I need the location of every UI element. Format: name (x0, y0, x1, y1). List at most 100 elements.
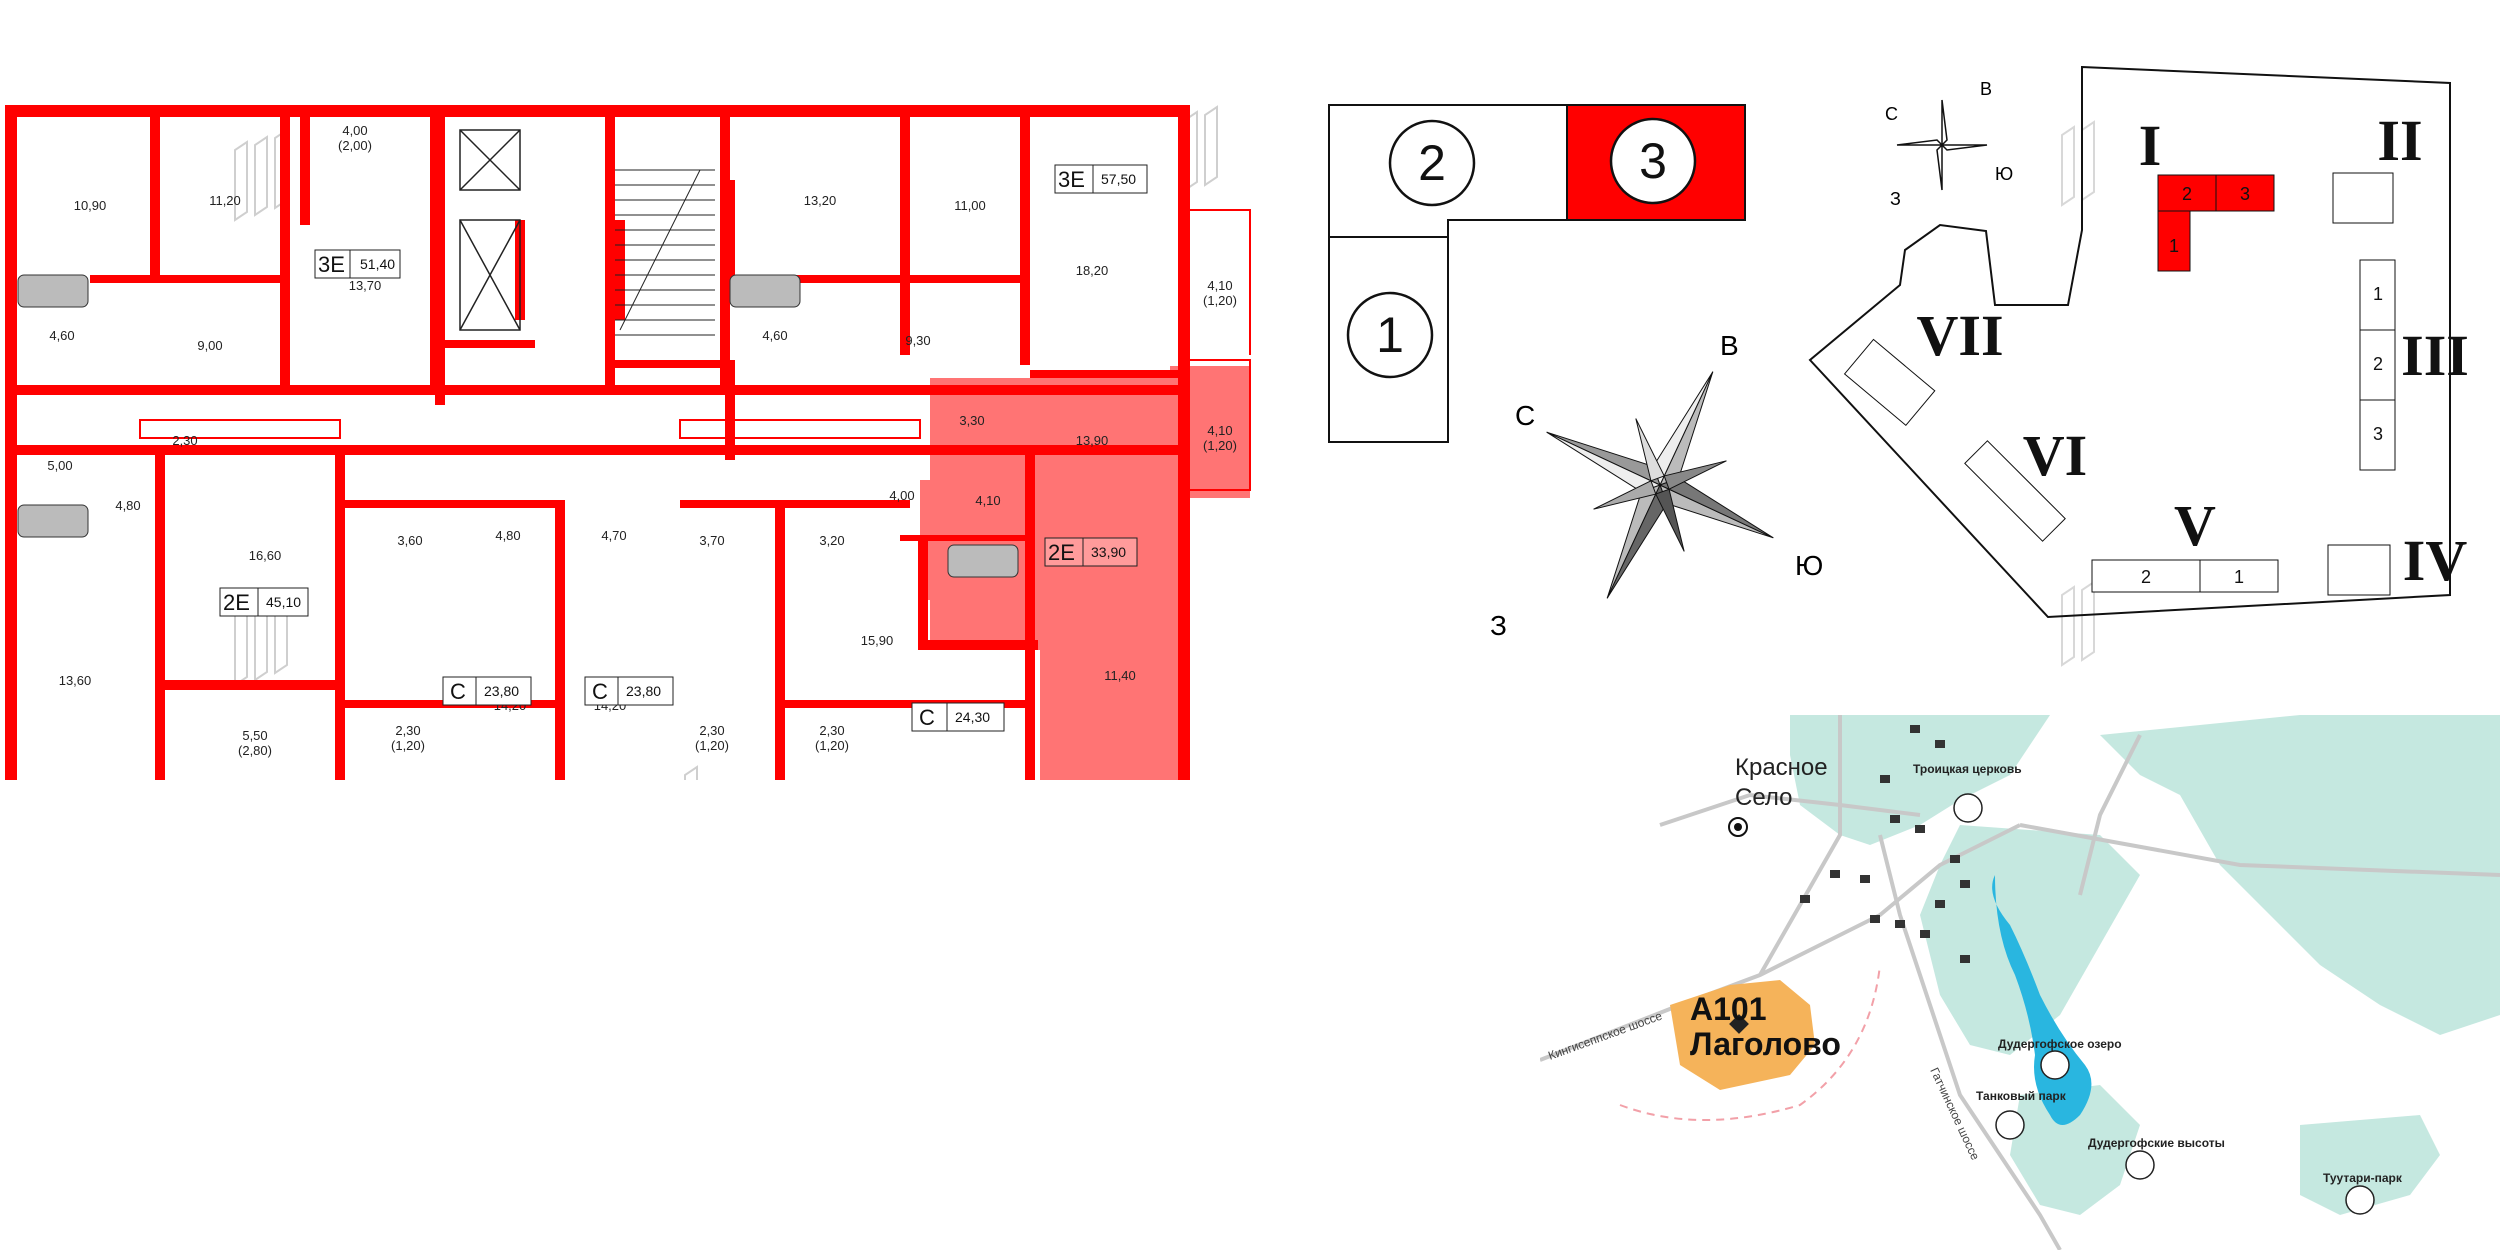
room-area-sub: (2,00) (338, 138, 372, 153)
compass-east-label: В (1720, 330, 1739, 361)
building-VI[interactable] (1964, 440, 2066, 542)
town-name-line2: Село (1735, 784, 1793, 811)
room-area: 11,40 (1104, 668, 1136, 683)
room-area: 13,70 (349, 278, 382, 293)
building-VI-label: VI (2023, 423, 2087, 488)
building-II[interactable] (2332, 172, 2394, 224)
room-area: 2,30 (819, 723, 844, 738)
apartment-tag-a7-selected[interactable]: 2Е 33,90 (1044, 537, 1138, 567)
apartment-tag-a6[interactable]: С 24,30 (911, 702, 1005, 732)
svg-text:3: 3 (2373, 424, 2383, 444)
apartment-tag-a4[interactable]: С 23,80 (442, 676, 532, 706)
svg-text:2Е: 2Е (223, 590, 250, 615)
room-area: 4,80 (495, 528, 520, 543)
room-area: 3,30 (959, 413, 984, 428)
site-boundary (1808, 65, 2451, 619)
room-area: 13,90 (1076, 433, 1109, 448)
district-marker-icon (1729, 1014, 1749, 1034)
svg-text:2: 2 (2373, 354, 2383, 374)
building-III[interactable]: 1 2 3 (2359, 259, 2396, 471)
elevator-shafts (459, 129, 521, 331)
district-name-line2: Лаголово (1690, 1026, 1841, 1062)
room-area: 4,60 (762, 328, 787, 343)
amenity-icons (1800, 725, 1970, 963)
area-map: Красное Село А101 Лаголово Троицкая церк… (1540, 715, 2500, 1250)
room-area-sub: (1,20) (1203, 293, 1237, 308)
svg-text:24,30: 24,30 (955, 709, 990, 725)
town-name-line1: Красное (1735, 754, 1828, 781)
building-II-label: II (2377, 108, 2422, 173)
room-area: 2,30 (395, 723, 420, 738)
room-area: 4,00 (889, 488, 914, 503)
svg-text:С: С (592, 679, 608, 704)
district-name-line1: А101 (1690, 991, 1767, 1027)
mini-compass-s: Ю (1995, 164, 2013, 184)
room-area-sub: (1,20) (391, 738, 425, 753)
room-area: 9,00 (197, 338, 222, 353)
room-area: 3,70 (699, 533, 724, 548)
svg-text:57,50: 57,50 (1101, 171, 1136, 187)
room-area: 11,00 (954, 198, 986, 213)
svg-text:2: 2 (1418, 135, 1446, 191)
bathtub-icon (17, 274, 1019, 578)
room-area-sub: (2,80) (238, 743, 272, 758)
svg-text:1: 1 (2373, 284, 2383, 304)
apartment-tag-a5[interactable]: С 23,80 (584, 676, 674, 706)
svg-text:2Е: 2Е (1048, 540, 1075, 565)
room-area: 2,30 (172, 433, 197, 448)
room-area: 3,20 (819, 533, 844, 548)
svg-text:1: 1 (1376, 307, 1404, 363)
svg-text:1: 1 (2234, 567, 2244, 587)
room-area: 9,30 (905, 333, 930, 348)
poi-label: Танковый парк (1976, 1089, 2067, 1103)
section-1[interactable]: 1 (1328, 236, 1449, 443)
compass-rose: С В Ю З (1480, 325, 1840, 655)
room-area: 4,80 (115, 498, 140, 513)
room-area: 11,20 (209, 193, 241, 208)
svg-text:45,10: 45,10 (266, 594, 301, 610)
room-area: 5,00 (47, 458, 72, 473)
apartment-tag-a3[interactable]: 2Е 45,10 (219, 587, 309, 617)
room-area: 4,10 (1207, 278, 1232, 293)
poi-icon (1953, 793, 2375, 1215)
road-label: Кингисеппское шоссе (1546, 1008, 1664, 1062)
section-3-selected[interactable]: 3 (1566, 104, 1746, 221)
building-IV[interactable] (2327, 544, 2391, 596)
building-V[interactable]: 2 1 (2091, 559, 2279, 593)
room-area: 16,60 (249, 548, 282, 563)
sections-key: 2 3 1 (1320, 95, 1760, 450)
district-a101 (1670, 980, 1815, 1090)
building-I-label: I (2139, 113, 2162, 178)
room-area: 3,60 (397, 533, 422, 548)
building-VII[interactable] (1843, 338, 1936, 427)
section-2[interactable]: 2 (1328, 104, 1568, 238)
room-area-sub: (1,20) (815, 738, 849, 753)
mini-compass-n: С (1885, 104, 1898, 124)
site-plan: С В Ю З I 2 3 1 II III 1 2 3 IV V 2 1 VI… (1790, 55, 2490, 675)
floor-plan: 10,90 11,20 4,00 (2,00) 13,70 4,60 9,00 … (0, 60, 1260, 780)
svg-text:2: 2 (2182, 184, 2192, 204)
building-III-label: III (2401, 323, 2469, 388)
room-area: 5,50 (242, 728, 267, 743)
svg-text:1: 1 (2169, 236, 2179, 256)
compass-west-label: З (1490, 610, 1507, 641)
svg-text:51,40: 51,40 (360, 256, 395, 272)
room-area: 18,20 (1076, 263, 1109, 278)
room-area: 15,90 (861, 633, 894, 648)
room-labels: 10,90 11,20 4,00 (2,00) 13,70 4,60 9,00 … (47, 123, 1237, 758)
svg-text:23,80: 23,80 (626, 683, 661, 699)
compass-north-label: С (1515, 400, 1535, 431)
room-area: 13,20 (804, 193, 837, 208)
compass-star-icon (1546, 371, 1774, 599)
apartment-tag-a1[interactable]: 3Е 51,40 (314, 249, 401, 279)
poi-label: Туутари-парк (2323, 1171, 2403, 1185)
room-area: 4,60 (49, 328, 74, 343)
building-VII-label: VII (1916, 303, 2003, 368)
room-area: 4,70 (601, 528, 626, 543)
room-area-sub: (1,20) (1203, 438, 1237, 453)
room-area: 4,10 (975, 493, 1000, 508)
poi-label: Троицкая церковь (1913, 762, 2022, 776)
apartment-tag-a2[interactable]: 3Е 57,50 (1054, 164, 1148, 194)
building-I[interactable]: 2 3 1 (2157, 174, 2275, 272)
building-V-label: V (2174, 493, 2216, 558)
